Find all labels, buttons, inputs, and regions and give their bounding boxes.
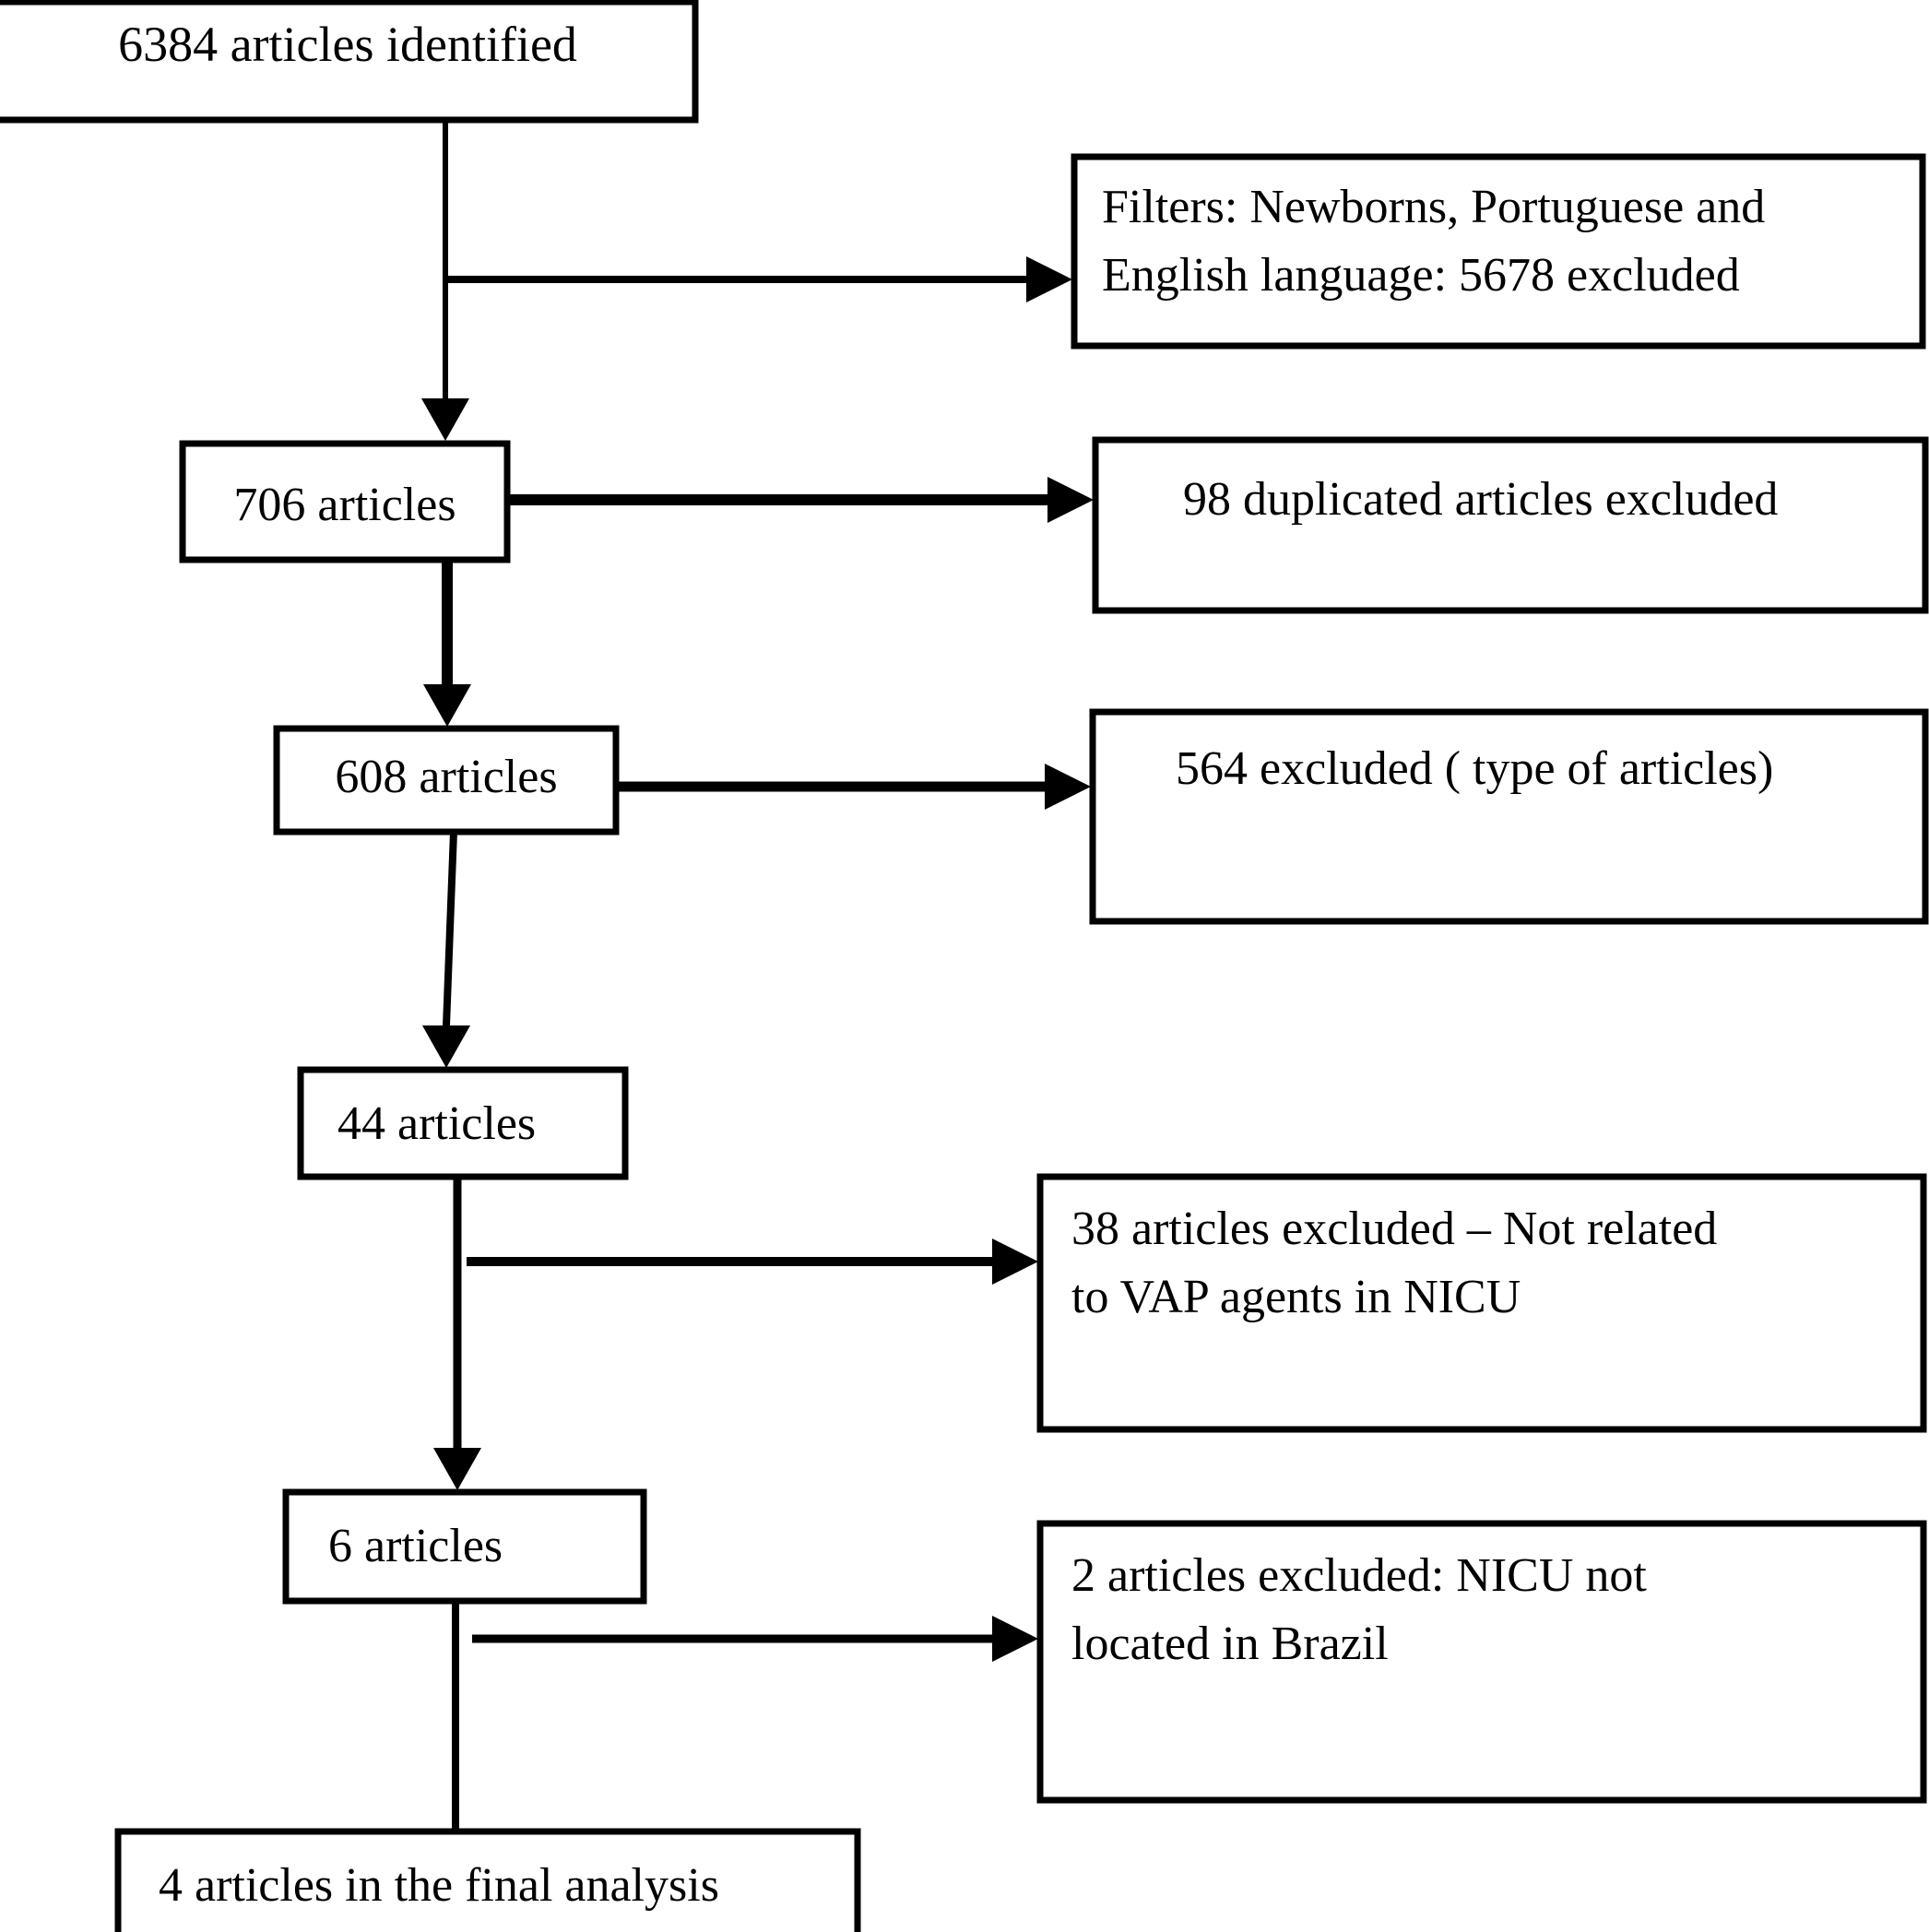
node-box-identified	[0, 0, 699, 124]
node-box-after-filters	[179, 440, 511, 563]
node-box-after-type	[297, 1066, 629, 1180]
connector-706-to-duplicates	[509, 477, 1094, 523]
connector-608-to-type	[616, 764, 1091, 810]
node-box-type-excluded	[1089, 708, 1929, 925]
node-box-final-analysis	[114, 1828, 861, 1932]
connector-706-to-608	[423, 560, 471, 727]
connector-identified-to-706	[421, 122, 469, 441]
connector-layer	[421, 122, 1094, 1833]
connector-44-to-not-related	[467, 1239, 1038, 1285]
node-box-after-not-related	[282, 1488, 647, 1605]
node-box-not-related-excluded	[1036, 1173, 1927, 1433]
connector-6-to-not-brazil	[472, 1616, 1038, 1662]
connector-identified-to-filters	[447, 256, 1072, 302]
node-box-duplicates-excluded	[1092, 436, 1929, 614]
connector-608-to-44	[422, 832, 470, 1068]
connector-44-to-6	[433, 1177, 481, 1490]
node-box-filters-excluded	[1071, 153, 1926, 350]
node-box-not-brazil-excluded	[1036, 1520, 1927, 1804]
node-box-after-duplicates	[273, 725, 620, 836]
